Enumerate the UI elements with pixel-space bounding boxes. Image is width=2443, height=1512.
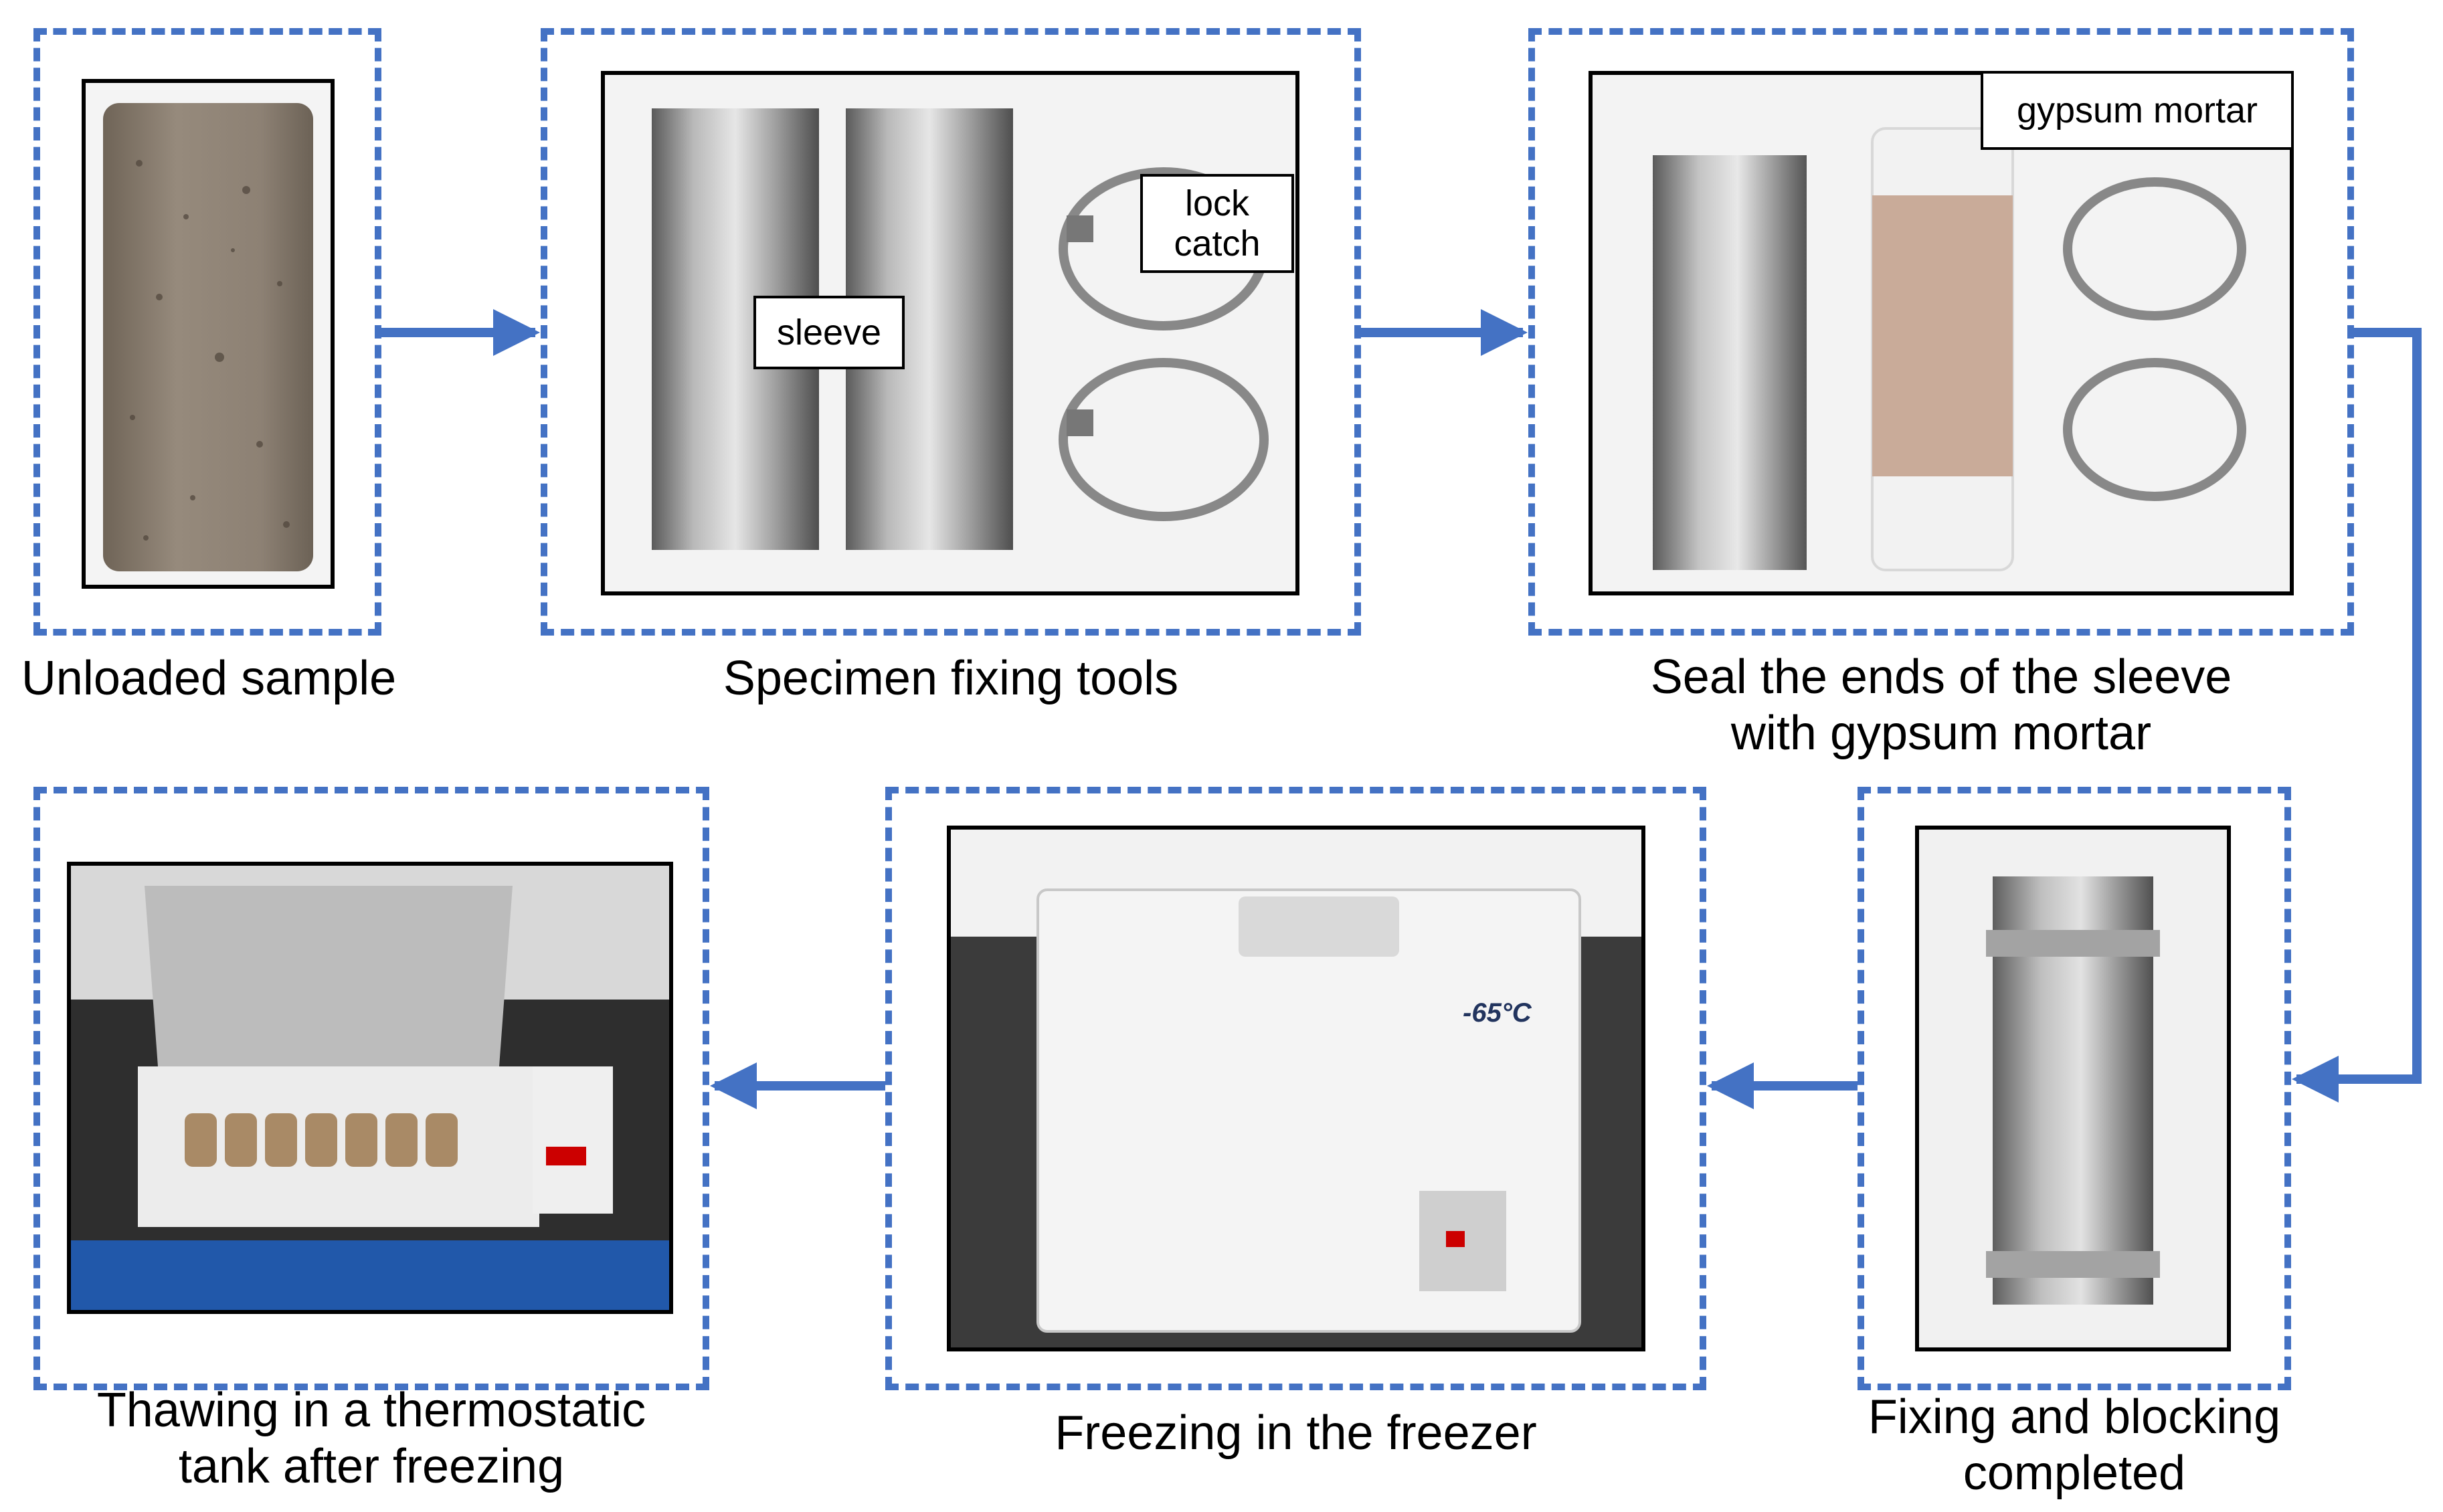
frame-freezing (885, 787, 1706, 1390)
caption-fixing-completed-line1: Fixing and blocking (1868, 1390, 2281, 1444)
frame-unloaded-sample (33, 28, 381, 636)
caption-thawing-line1: Thawing in a thermostatic (96, 1384, 646, 1437)
frame-fixing-tools (541, 28, 1361, 636)
freezer-photo (947, 826, 1645, 1351)
caption-fixing-tools: Specimen fixing tools (723, 652, 1179, 705)
seal-ends-photo (1589, 71, 2294, 595)
freezer-temperature-display: -65°C (1463, 998, 1532, 1028)
arrow-3-to-4 (2292, 328, 2422, 1103)
frame-seal-ends (1528, 28, 2354, 636)
fixing-completed-photo (1915, 826, 2231, 1351)
frame-thawing (33, 787, 709, 1390)
thermostatic-tank-photo (67, 862, 673, 1314)
caption-unloaded-sample: Unloaded sample (21, 652, 397, 705)
caption-seal-ends-line1: Seal the ends of the sleeve (1650, 650, 2232, 704)
caption-thawing-line2: tank after freezing (178, 1440, 565, 1493)
unloaded-sample-photo (82, 79, 335, 589)
lock-catch-label: lock catch (1140, 174, 1294, 273)
caption-fixing-completed-line2: completed (1963, 1446, 2186, 1500)
frame-fixing-completed (1858, 787, 2291, 1390)
caption-freezing: Freezing in the freezer (1055, 1406, 1537, 1460)
caption-seal-ends-line2: with gypsum mortar (1730, 706, 2152, 760)
sleeve-label: sleeve (753, 296, 905, 369)
gypsum-mortar-label: gypsum mortar (1981, 71, 2294, 150)
